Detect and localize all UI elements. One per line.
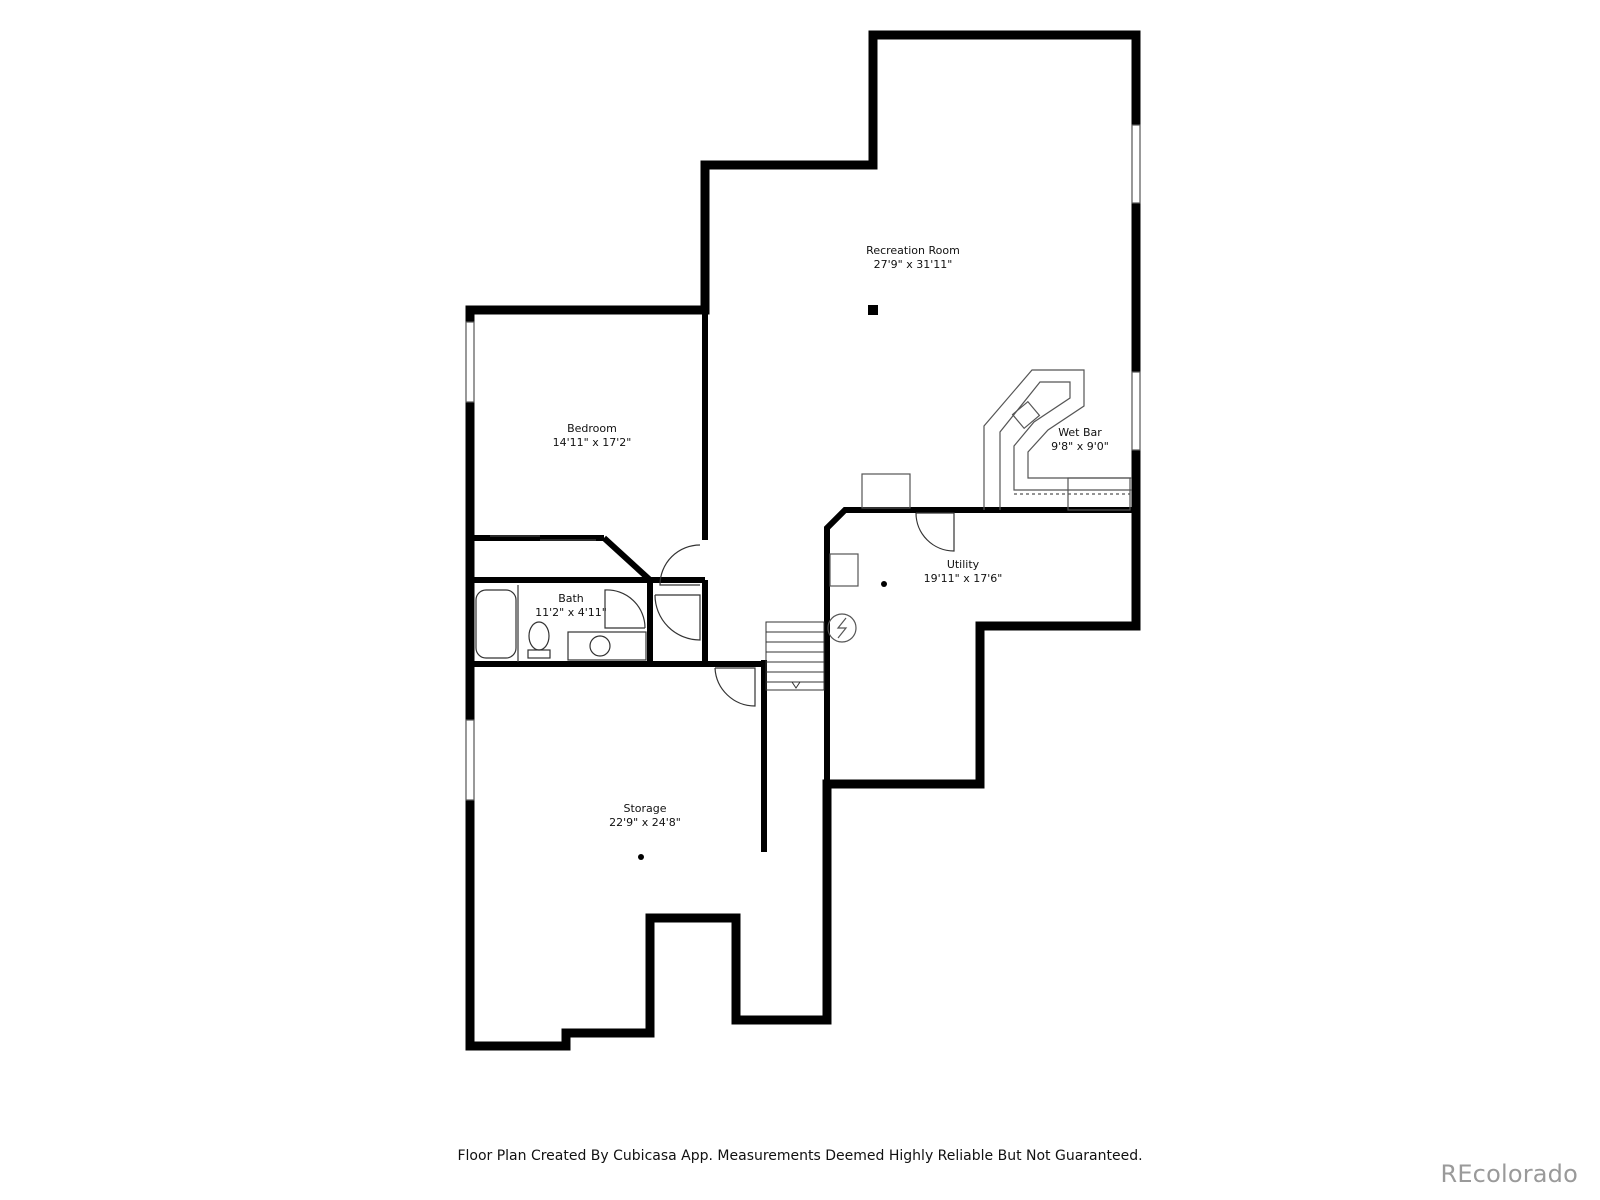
door-utility	[915, 512, 955, 552]
wetbar-sink	[1011, 400, 1041, 430]
door-storage	[714, 667, 756, 707]
window-rec-2	[1131, 371, 1141, 451]
water-heater-icon	[827, 613, 857, 643]
misc-fixtures	[827, 473, 911, 643]
window-bed	[465, 321, 475, 403]
wall-utility	[824, 507, 1136, 784]
toilet-tank	[527, 649, 551, 659]
bath-name: Bath	[558, 592, 584, 605]
stairs	[765, 621, 825, 691]
wetbar-size: 9'8" x 9'0"	[1051, 440, 1109, 453]
bath-fixtures	[475, 585, 647, 662]
vanity	[567, 631, 647, 661]
toilet-bowl	[528, 621, 550, 651]
bedroom-size: 14'11" x 17'2"	[553, 436, 632, 449]
storage-size: 22'9" x 24'8"	[609, 816, 681, 829]
door-bath	[604, 589, 646, 629]
interior-walls	[470, 310, 1136, 852]
windows	[465, 124, 1141, 801]
bedroom-name: Bedroom	[567, 422, 617, 435]
storage-name: Storage	[623, 802, 666, 815]
support-post	[868, 305, 878, 315]
utility-size: 19'11" x 17'6"	[924, 572, 1003, 585]
wet-bar-counter	[983, 369, 1132, 511]
door-hall	[654, 594, 701, 641]
bath-size: 11'2" x 4'11"	[535, 606, 607, 619]
door-bedroom	[659, 544, 701, 586]
recreation-room-name: Recreation Room	[866, 244, 960, 257]
footer-disclaimer: Floor Plan Created By Cubicasa App. Meas…	[457, 1148, 1143, 1164]
utility-name: Utility	[947, 558, 980, 571]
watermark-logo: REcolorado	[1440, 1160, 1578, 1188]
fridge	[861, 473, 911, 509]
doors	[604, 512, 955, 707]
sink	[589, 635, 611, 657]
window-rec-1	[1131, 124, 1141, 204]
recreation-room-size: 27'9" x 31'11"	[874, 258, 953, 271]
wall-closet-diag	[601, 535, 653, 583]
bathtub	[475, 589, 517, 659]
storage-point	[638, 854, 644, 860]
utility-point	[881, 581, 887, 587]
window-storage	[465, 719, 475, 801]
wetbar-name: Wet Bar	[1058, 426, 1102, 439]
utility-unit	[829, 553, 859, 587]
closet-doors	[490, 535, 596, 541]
